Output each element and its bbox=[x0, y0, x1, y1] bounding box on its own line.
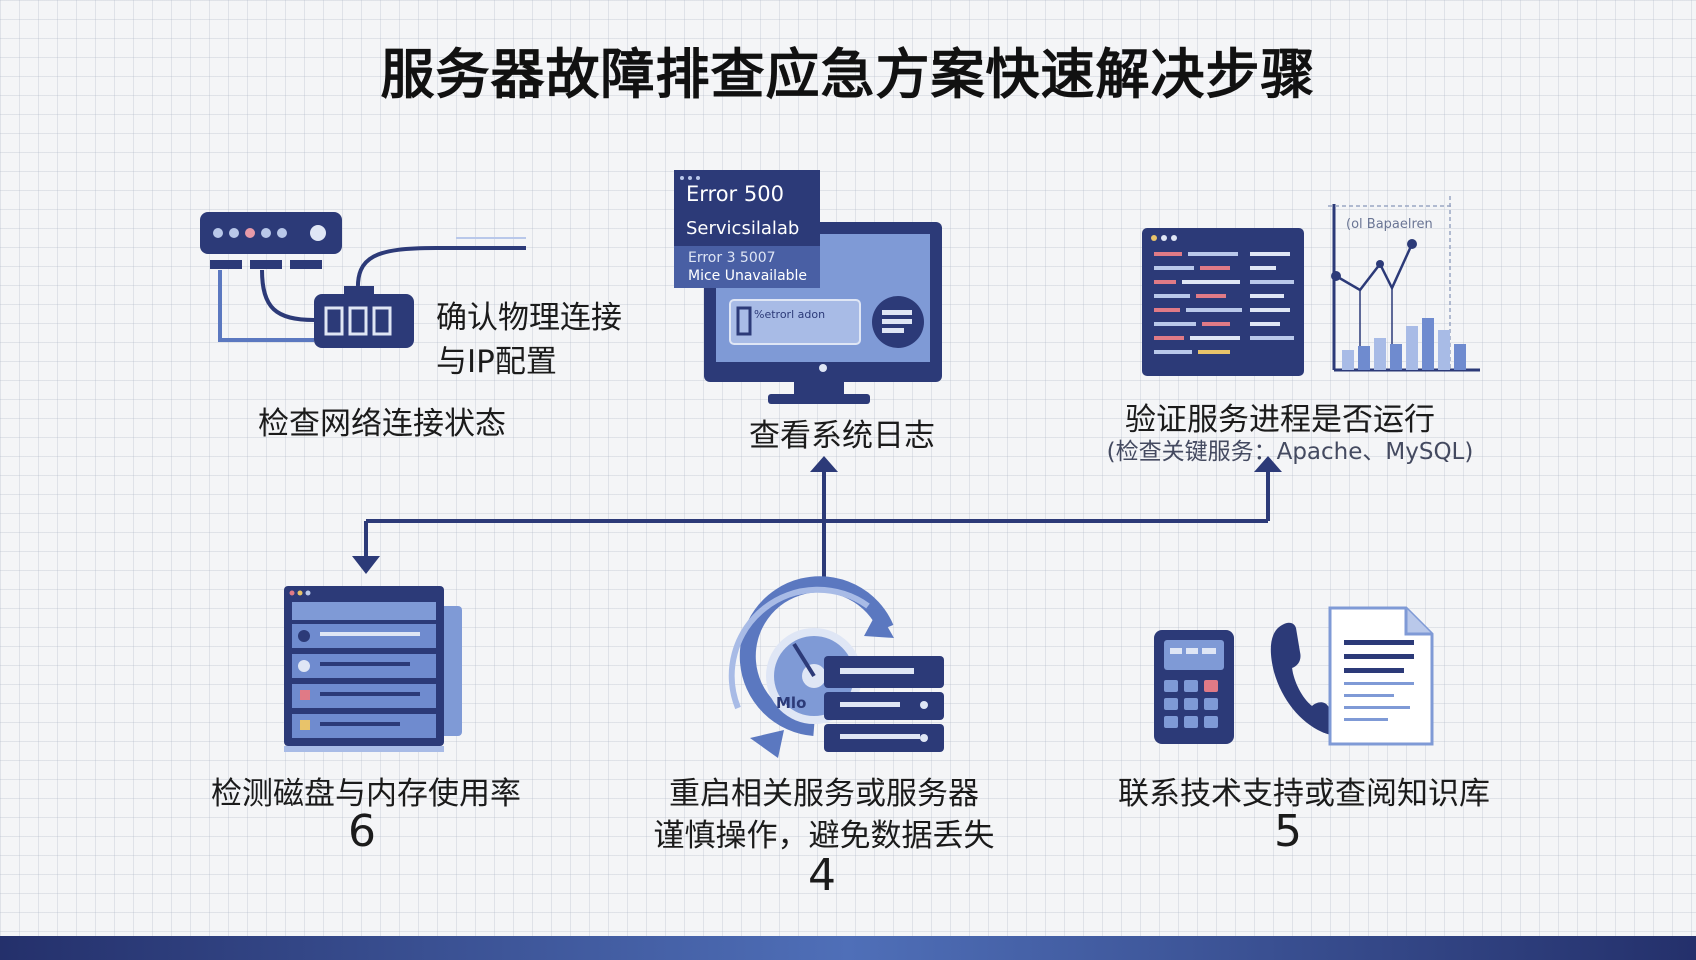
svg-text:(ol Bapaelren: (ol Bapaelren bbox=[1346, 217, 1433, 232]
step-restart-label: 重启相关服务或服务器 bbox=[669, 776, 979, 812]
step-disk-label: 检测磁盘与内存使用率 bbox=[211, 776, 521, 812]
footer-bar bbox=[0, 936, 1696, 960]
step-support-number: 5 bbox=[1274, 806, 1302, 857]
step-logs-label: 查看系统日志 bbox=[749, 418, 935, 454]
code-panel-icon bbox=[1142, 228, 1304, 376]
page-title: 服务器故障排查应急方案快速解决步骤 bbox=[380, 43, 1316, 106]
step-disk-number: 6 bbox=[348, 806, 376, 857]
error-line-2: Error 3 5007 bbox=[688, 250, 776, 266]
router-icon bbox=[200, 212, 526, 348]
step-process-sub: (检查关键服务：Apache、MySQL) bbox=[1106, 439, 1474, 465]
document-icon bbox=[1328, 606, 1434, 746]
network-note-2: 与IP配置 bbox=[436, 344, 557, 380]
step-network-label: 检查网络连接状态 bbox=[258, 406, 506, 442]
error-title: Error 500 bbox=[686, 182, 784, 206]
gauge-text: Mlo bbox=[776, 694, 807, 712]
monitor-icon: %etrorl adon bbox=[674, 170, 942, 404]
step-restart-number: 4 bbox=[808, 850, 836, 901]
calculator-icon bbox=[1154, 630, 1234, 744]
step-process-label: 验证服务进程是否运行 bbox=[1125, 402, 1435, 438]
step-support-label: 联系技术支持或查阅知识库 bbox=[1118, 776, 1490, 812]
step-restart-sub: 谨慎操作，避免数据丢失 bbox=[653, 818, 995, 854]
svg-text:%etrorl adon: %etrorl adon bbox=[754, 308, 825, 321]
error-line-1: Servicsilalab bbox=[686, 218, 800, 239]
network-note: 确认物理连接 bbox=[436, 300, 622, 336]
server-rack-icon bbox=[284, 586, 462, 752]
bar-chart-icon: (ol Bapaelren bbox=[1328, 196, 1480, 372]
refresh-gauge-icon bbox=[728, 576, 944, 758]
error-line-3: Mice Unavailable bbox=[688, 268, 808, 284]
